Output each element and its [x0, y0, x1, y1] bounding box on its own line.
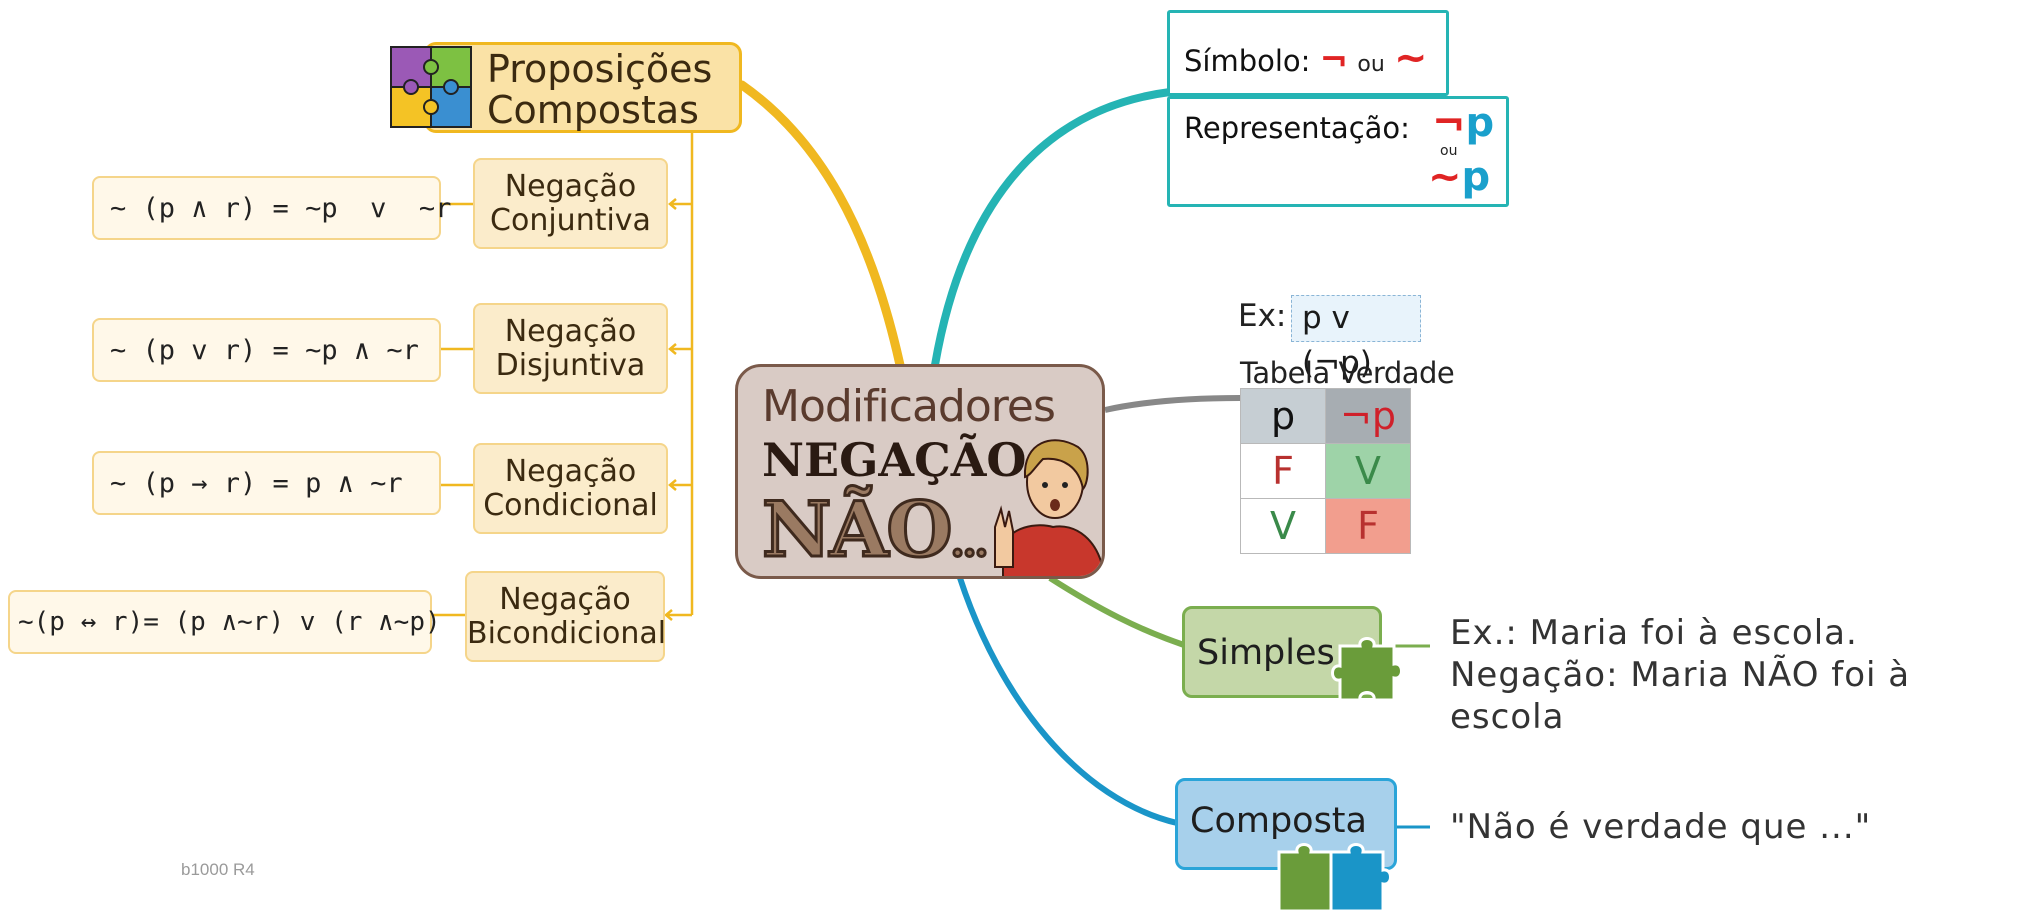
- not-symbol: ¬: [1319, 40, 1349, 80]
- conjunctive-negation-formula: ~ (p ∧ r) = ~p v ~r: [92, 176, 451, 240]
- example-label: Ex:: [1238, 298, 1287, 334]
- conditional-negation-node[interactable]: Negação Condicional: [473, 443, 668, 534]
- conditional-negation-label2: Condicional: [483, 487, 658, 523]
- disjunctive-negation-label2: Disjuntiva: [495, 347, 646, 383]
- representation-node[interactable]: Representação: ¬p ou ~p: [1167, 96, 1509, 207]
- biconditional-negation-label1: Negação: [499, 581, 631, 617]
- simple-example-note: Ex.: Maria foi à escola. Negação: Maria …: [1450, 612, 2017, 738]
- center-title-nao: NÃO...: [761, 484, 990, 576]
- compound-label: Composta: [1190, 801, 1367, 841]
- disjunctive-negation-formula: ~ (p v r) = ~p ∧ ~r: [92, 318, 441, 382]
- compound-propositions-node[interactable]: Proposições Compostas: [390, 42, 742, 133]
- person-gesturing-no-icon: [994, 439, 1102, 576]
- tilde-symbol: ~: [1394, 35, 1428, 81]
- or-text: ou: [1357, 52, 1385, 77]
- puzzle-pieces-icon: [1277, 843, 1392, 911]
- biconditional-negation-formula: ~(p ↔ r)= (p ∧~r) v (r ∧~p): [8, 590, 441, 654]
- puzzle-piece-icon: [1331, 637, 1403, 702]
- simple-example-line1: Ex.: Maria foi à escola.: [1450, 613, 1858, 653]
- symbol-node[interactable]: Símbolo: ¬ ou ~: [1167, 10, 1449, 96]
- puzzle-pieces-icon: [390, 46, 472, 128]
- truth-table-cell: V: [1240, 498, 1326, 554]
- example-expression: p v (¬p): [1291, 295, 1421, 381]
- footer-code: b1000 R4: [181, 860, 255, 879]
- conjunctive-negation-node[interactable]: Negação Conjuntiva: [473, 158, 668, 249]
- truth-table-cell: F: [1325, 498, 1411, 554]
- biconditional-negation-label2: Bicondicional: [467, 615, 667, 651]
- conjunctive-negation-label1: Negação: [504, 168, 637, 204]
- center-title-modifiers: Modificadores: [762, 381, 1056, 432]
- representation-or: ou: [1440, 143, 1458, 159]
- truth-table: p ¬p F V V F: [1240, 388, 1411, 554]
- representation-symbols-alt: ~p: [1428, 154, 1491, 200]
- link-composta: [957, 577, 1178, 826]
- representation-symbols: ¬p: [1432, 100, 1495, 146]
- conjunctive-negation-label2: Conjuntiva: [490, 202, 651, 238]
- simple-example-line2: Negação: Maria NÃO foi à escola: [1450, 655, 1911, 737]
- center-title-negation: NEGAÇÃO: [762, 433, 1027, 487]
- truth-table-header-p: p: [1240, 388, 1326, 444]
- link-symbol: [931, 88, 1174, 369]
- compound-note: "Não é verdade que ...": [1450, 807, 1872, 847]
- conditional-negation-formula: ~ (p → r) = p ∧ ~r: [92, 451, 441, 515]
- link-table: [1104, 395, 1241, 413]
- biconditional-negation-node[interactable]: Negação Bicondicional: [465, 571, 667, 662]
- truth-table-title: Tabela Verdade: [1240, 356, 1455, 390]
- disjunctive-negation-label1: Negação: [504, 313, 637, 349]
- central-node[interactable]: Modificadores NEGAÇÃO NÃO...: [735, 364, 1105, 579]
- symbol-label: Símbolo:: [1184, 44, 1311, 78]
- truth-table-header-not-p: ¬p: [1325, 388, 1411, 444]
- truth-table-cell: F: [1240, 443, 1326, 499]
- conditional-negation-label1: Negação: [504, 453, 637, 489]
- compound-propositions-title: Proposições Compostas: [487, 47, 713, 132]
- disjunctive-negation-node[interactable]: Negação Disjuntiva: [473, 303, 668, 394]
- truth-table-cell: V: [1325, 443, 1411, 499]
- link-simples: [1048, 575, 1185, 648]
- link-compound: [737, 80, 905, 370]
- simple-label: Simples: [1197, 633, 1335, 673]
- representation-label: Representação:: [1184, 111, 1410, 145]
